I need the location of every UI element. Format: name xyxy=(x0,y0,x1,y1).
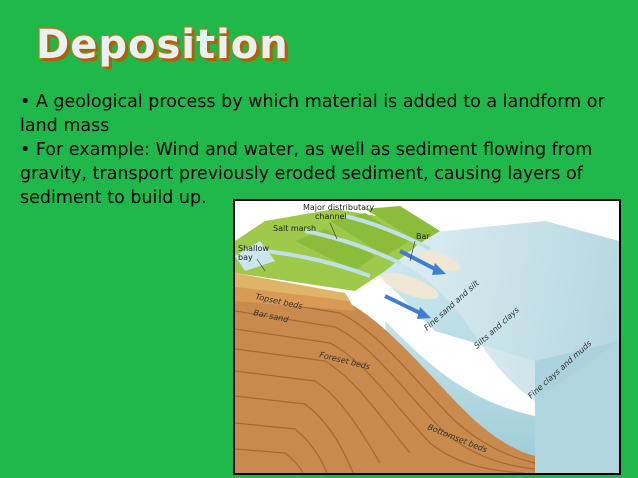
label-major-distributary: Major distributary xyxy=(303,203,374,212)
delta-diagram: Major distributary channel Salt marsh Sh… xyxy=(233,199,621,475)
bullet-list: • A geological process by which material… xyxy=(20,90,632,210)
label-channel: channel xyxy=(315,212,347,221)
bullet-item: • A geological process by which material… xyxy=(20,92,605,136)
label-bar: Bar xyxy=(416,232,430,241)
bullet-item: • For example: Wind and water, as well a… xyxy=(20,140,593,208)
delta-slope xyxy=(345,221,619,401)
water-side-face xyxy=(535,341,619,473)
flow-arrow xyxy=(384,294,421,315)
delta-illustration: Major distributary channel Salt marsh Sh… xyxy=(235,203,619,473)
label-shallow: Shallow xyxy=(238,244,269,253)
label-salt-marsh: Salt marsh xyxy=(273,224,316,233)
slide-title: Deposition xyxy=(35,21,289,69)
topset-band xyxy=(235,273,350,301)
flow-arrow xyxy=(399,249,436,271)
label-bay: bay xyxy=(238,253,253,262)
